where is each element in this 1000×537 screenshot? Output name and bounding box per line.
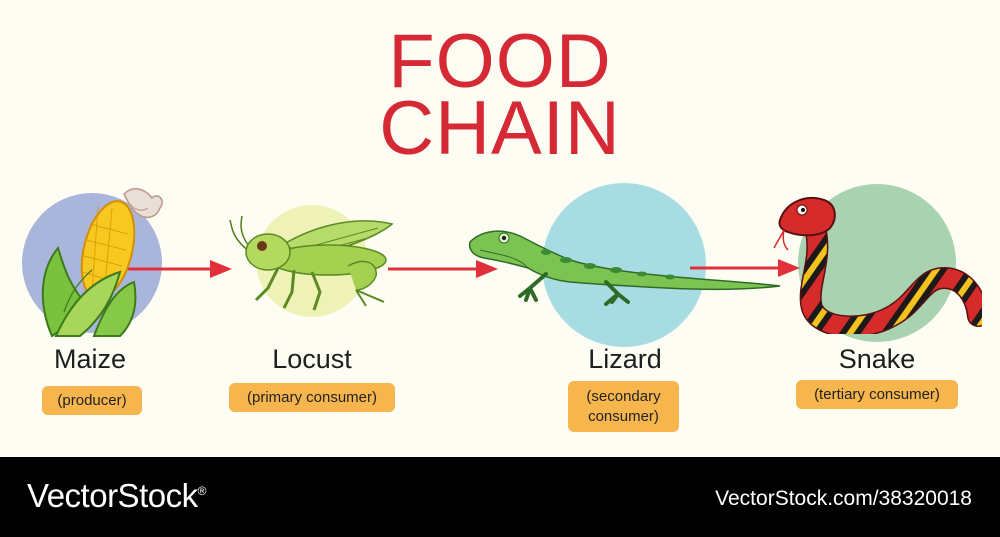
image-id: VectorStock.com/38320018 — [715, 487, 972, 510]
title-line-2: CHAIN — [379, 86, 621, 171]
organism-role-snake: (tertiary consumer) — [796, 380, 958, 409]
organism-name-maize: Maize — [53, 344, 127, 374]
title-line-1: FOOD — [388, 19, 612, 104]
snake-icon — [773, 197, 982, 334]
organism-role-locust: (primary consumer) — [229, 383, 395, 412]
lizard-icon — [468, 230, 781, 306]
footer-bar — [0, 457, 1000, 537]
brand-name: VectorStock — [27, 477, 198, 514]
arrow-icon — [690, 259, 800, 277]
maize-icon — [41, 188, 163, 338]
organism-role-maize: (producer) — [42, 386, 142, 415]
organism-name-lizard: Lizard — [588, 344, 662, 374]
organism-role-lizard: (secondary consumer) — [568, 381, 679, 432]
locust-icon — [229, 215, 394, 311]
brand-mark: ® — [197, 484, 207, 498]
organism-name-locust: Locust — [272, 344, 352, 374]
brand-logo: VectorStock® — [27, 477, 206, 515]
arrow-icon — [388, 260, 498, 278]
organism-name-snake: Snake — [838, 344, 916, 374]
arrow-icon — [122, 260, 232, 278]
